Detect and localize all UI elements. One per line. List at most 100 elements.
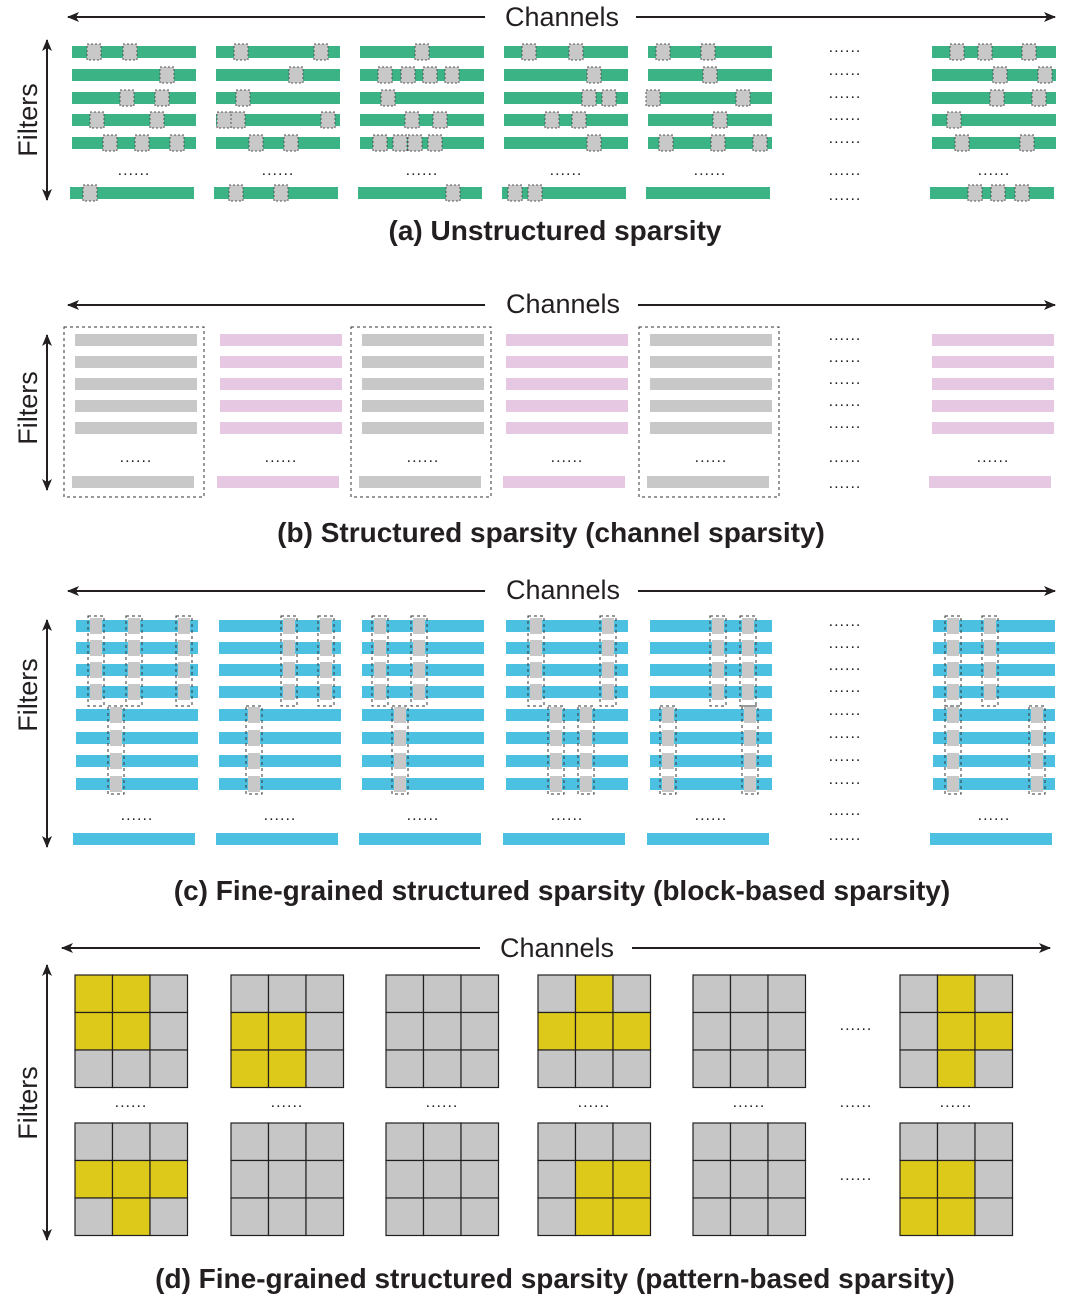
pruned-weight — [521, 43, 537, 61]
weight-row — [506, 378, 628, 390]
pruned-weight — [248, 776, 260, 792]
pruned-weight-cell — [305, 974, 345, 1014]
ellipsis-text: ...... — [262, 162, 295, 179]
kept-weight-cell — [612, 1011, 652, 1051]
weight-group: ...... — [647, 615, 772, 845]
pruned-weight-cell — [899, 974, 939, 1014]
kept-weight-cell — [936, 1197, 976, 1237]
pruned-weight — [413, 640, 425, 656]
pruned-weight — [949, 43, 965, 61]
pruned-weight-cell — [974, 1049, 1014, 1089]
weight-row — [358, 187, 482, 199]
pruned-weight — [394, 753, 406, 769]
pruned-weight — [645, 89, 661, 107]
panel-b: Channels Filters .......................… — [13, 289, 1056, 548]
pruned-block-box — [107, 705, 125, 795]
pruned-weight — [159, 66, 175, 84]
kept-weight-cell — [74, 974, 114, 1014]
pruned-weight — [742, 684, 754, 700]
pruned-weight-cell — [767, 1159, 807, 1199]
pruned-weight-cell — [305, 1049, 345, 1089]
pruned-weight-cell — [974, 1159, 1014, 1199]
pruned-weight — [662, 730, 674, 746]
weight-row — [648, 137, 772, 149]
pruned-weight — [400, 66, 416, 84]
weight-row — [650, 664, 772, 676]
pruned-weight — [248, 134, 264, 152]
pruned-weight — [288, 66, 304, 84]
pruned-weight-cell — [974, 1122, 1014, 1162]
ellipsis-text: ...... — [121, 807, 154, 824]
kept-weight-cell — [974, 1011, 1014, 1051]
pruned-weight — [102, 134, 118, 152]
ellipsis-text: ...... — [550, 162, 583, 179]
pruned-weight-cell — [74, 1197, 114, 1237]
pruned-weight-cell — [230, 1197, 270, 1237]
ellipsis-text: ...... — [265, 449, 298, 466]
weight-row — [646, 187, 770, 199]
weight-row — [650, 620, 772, 632]
pruned-weight — [527, 184, 543, 202]
weight-row — [219, 732, 341, 744]
panel-d: Channels Filters .......................… — [13, 933, 1051, 1294]
pruned-weight — [320, 618, 332, 634]
weight-row — [72, 476, 194, 488]
pruned-weight-cell — [767, 1197, 807, 1237]
ellipsis-text: ...... — [940, 1094, 973, 1111]
pruned-weight-cell — [692, 1011, 732, 1051]
pruned-weight — [947, 776, 959, 792]
weight-row — [933, 778, 1055, 790]
kept-weight-cell — [230, 1049, 270, 1089]
weight-row — [504, 137, 628, 149]
kept-weight-cell — [267, 1049, 307, 1089]
pruned-weight — [602, 640, 614, 656]
pruned-channel-box — [350, 326, 492, 498]
channels-label: Channels — [506, 575, 620, 605]
pruned-weight-cell — [422, 1159, 462, 1199]
pruned-weight — [392, 134, 408, 152]
weight-row — [650, 732, 772, 744]
kept-weight-cell — [936, 1159, 976, 1199]
pruned-weight — [984, 618, 996, 634]
weight-row — [929, 476, 1051, 488]
kept-weight-cell — [612, 1159, 652, 1199]
pruned-block-box — [1028, 705, 1046, 795]
weight-row — [217, 476, 339, 488]
pruned-weight — [744, 776, 756, 792]
pruned-weight — [990, 184, 1006, 202]
ellipsis-column: ........................................… — [829, 613, 861, 844]
pruned-weight — [700, 43, 716, 61]
weight-row — [220, 378, 342, 390]
pruned-weight-cell — [974, 974, 1014, 1014]
pruned-weight — [946, 111, 962, 129]
pruned-weight — [984, 662, 996, 678]
pruned-weight-cell — [460, 1159, 500, 1199]
weight-row — [72, 69, 196, 81]
pruned-weight-cell — [422, 1049, 462, 1089]
pruned-weight — [119, 89, 135, 107]
pruned-weight — [216, 111, 232, 129]
pruned-weight — [394, 730, 406, 746]
pruned-weight — [248, 753, 260, 769]
pruned-weight-cell — [149, 1122, 189, 1162]
pruned-weight-cell — [385, 1122, 425, 1162]
pruned-weight — [283, 618, 295, 634]
pruned-weight — [580, 707, 592, 723]
pruned-weight — [110, 776, 122, 792]
kept-weight-cell — [574, 974, 614, 1014]
pruned-weight — [320, 111, 336, 129]
pruned-weight — [128, 684, 140, 700]
kept-weight-cell — [936, 974, 976, 1014]
weight-row — [359, 476, 481, 488]
kept-weight-cell — [936, 1011, 976, 1051]
kept-weight-cell — [74, 1159, 114, 1199]
weight-row — [504, 114, 628, 126]
pruned-weight — [586, 134, 602, 152]
pruned-weight — [712, 640, 724, 656]
weight-group: ...... — [502, 43, 628, 202]
filters-label: Filters — [13, 1066, 43, 1140]
pruned-block-box — [527, 615, 545, 707]
weight-row — [506, 400, 628, 412]
pruned-weight — [394, 707, 406, 723]
pruned-weight-cell — [422, 974, 462, 1014]
